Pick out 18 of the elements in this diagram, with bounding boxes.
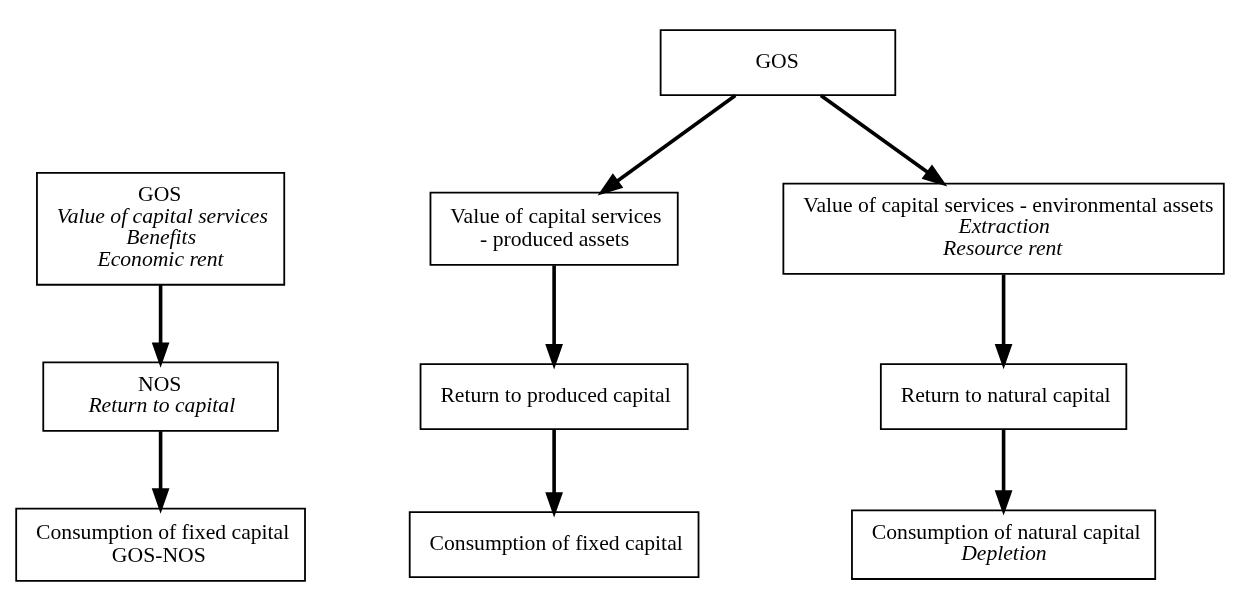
arrow <box>994 274 1013 369</box>
node-box: GOS Value of capital services Benefits Economic rent <box>36 171 286 286</box>
node-box: Value of capital services - produced assets <box>429 191 679 266</box>
arrow <box>545 264 563 369</box>
node-box: NOS Return to capital <box>42 360 279 432</box>
node-box: Consumption of natural capital Depletion <box>851 508 1157 580</box>
arrow <box>151 284 170 368</box>
arrow <box>994 429 1013 516</box>
arrow <box>819 93 948 186</box>
node-box: Value of capital services - environmental assets Extraction Resource rent <box>782 182 1225 275</box>
arrow <box>597 93 737 195</box>
node-box: Consumption of fixed capital GOS-NOS <box>15 507 306 582</box>
arrow <box>151 430 170 514</box>
node-box: Return to natural capital <box>879 362 1128 430</box>
arrow <box>545 429 563 518</box>
node-box: GOS <box>659 28 897 96</box>
node-box: Consumption of fixed capital <box>408 510 700 578</box>
node-box: Return to produced capital <box>419 362 689 430</box>
